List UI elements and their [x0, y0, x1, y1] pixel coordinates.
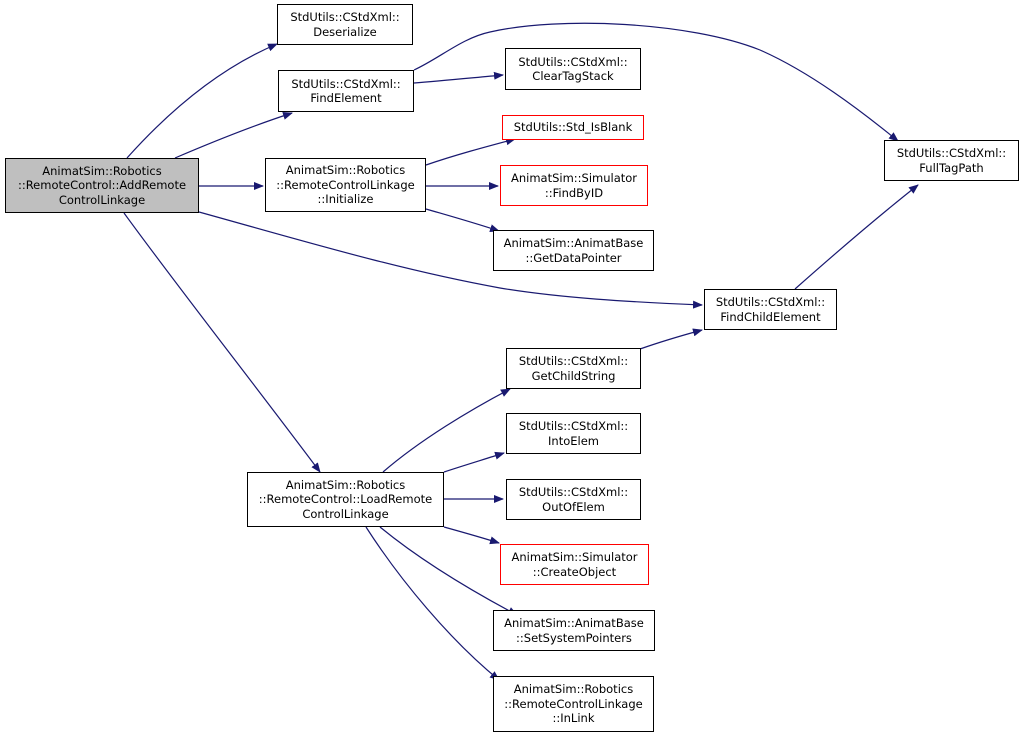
node-find-child-element[interactable]: StdUtils::CStdXml::FindChildElement: [704, 289, 837, 330]
node-initialize[interactable]: AnimatSim::Robotics::RemoteControlLinkag…: [265, 158, 426, 212]
edge-find-element-to-full-tag-path: [413, 22, 899, 142]
edge-load-to-in-link: [365, 526, 500, 681]
edge-initialize-to-get-data-pointer: [425, 208, 500, 232]
node-get-data-pointer[interactable]: AnimatSim::AnimatBase::GetDataPointer: [493, 230, 654, 271]
edge-load-to-into-elem: [443, 451, 505, 473]
node-add-remote-control-linkage: AnimatSim::Robotics::RemoteControl::AddR…: [5, 158, 199, 213]
edge-find-element-to-clear-tag-stack: [413, 71, 504, 84]
node-get-child-string[interactable]: StdUtils::CStdXml::GetChildString: [506, 348, 641, 389]
node-load-remote-control-linkage[interactable]: AnimatSim::Robotics::RemoteControl::Load…: [247, 472, 444, 527]
node-into-elem[interactable]: StdUtils::CStdXml::IntoElem: [506, 413, 641, 454]
edge-root-to-find-child-element: [198, 211, 703, 309]
node-in-link[interactable]: AnimatSim::Robotics::RemoteControlLinkag…: [493, 676, 654, 732]
node-full-tag-path[interactable]: StdUtils::CStdXml::FullTagPath: [884, 140, 1019, 181]
edge-root-to-find-element: [174, 111, 293, 159]
edge-root-to-load-remote-control-linkage: [123, 212, 321, 473]
edge-load-to-set-system-pointers: [379, 526, 518, 616]
node-set-system-pointers[interactable]: AnimatSim::AnimatBase::SetSystemPointers: [493, 610, 655, 651]
node-std-is-blank[interactable]: StdUtils::Std_IsBlank: [502, 115, 644, 140]
edge-root-to-deserialize: [126, 43, 278, 159]
node-find-by-id[interactable]: AnimatSim::Simulator::FindByID: [500, 165, 648, 206]
node-find-element[interactable]: StdUtils::CStdXml::FindElement: [278, 70, 414, 112]
node-create-object[interactable]: AnimatSim::Simulator::CreateObject: [500, 544, 649, 585]
node-deserialize[interactable]: StdUtils::CStdXml::Deserialize: [277, 4, 413, 45]
edge-load-to-create-object: [443, 526, 500, 545]
edge-get-child-string-to-find-child-element: [639, 328, 703, 350]
edge-load-to-get-child-string: [382, 388, 511, 473]
node-out-of-elem[interactable]: StdUtils::CStdXml::OutOfElem: [506, 479, 641, 520]
node-clear-tag-stack[interactable]: StdUtils::CStdXml::ClearTagStack: [505, 48, 641, 90]
edge-find-child-element-to-full-tag-path: [794, 184, 919, 290]
edge-initialize-to-std-is-blank: [425, 137, 516, 166]
